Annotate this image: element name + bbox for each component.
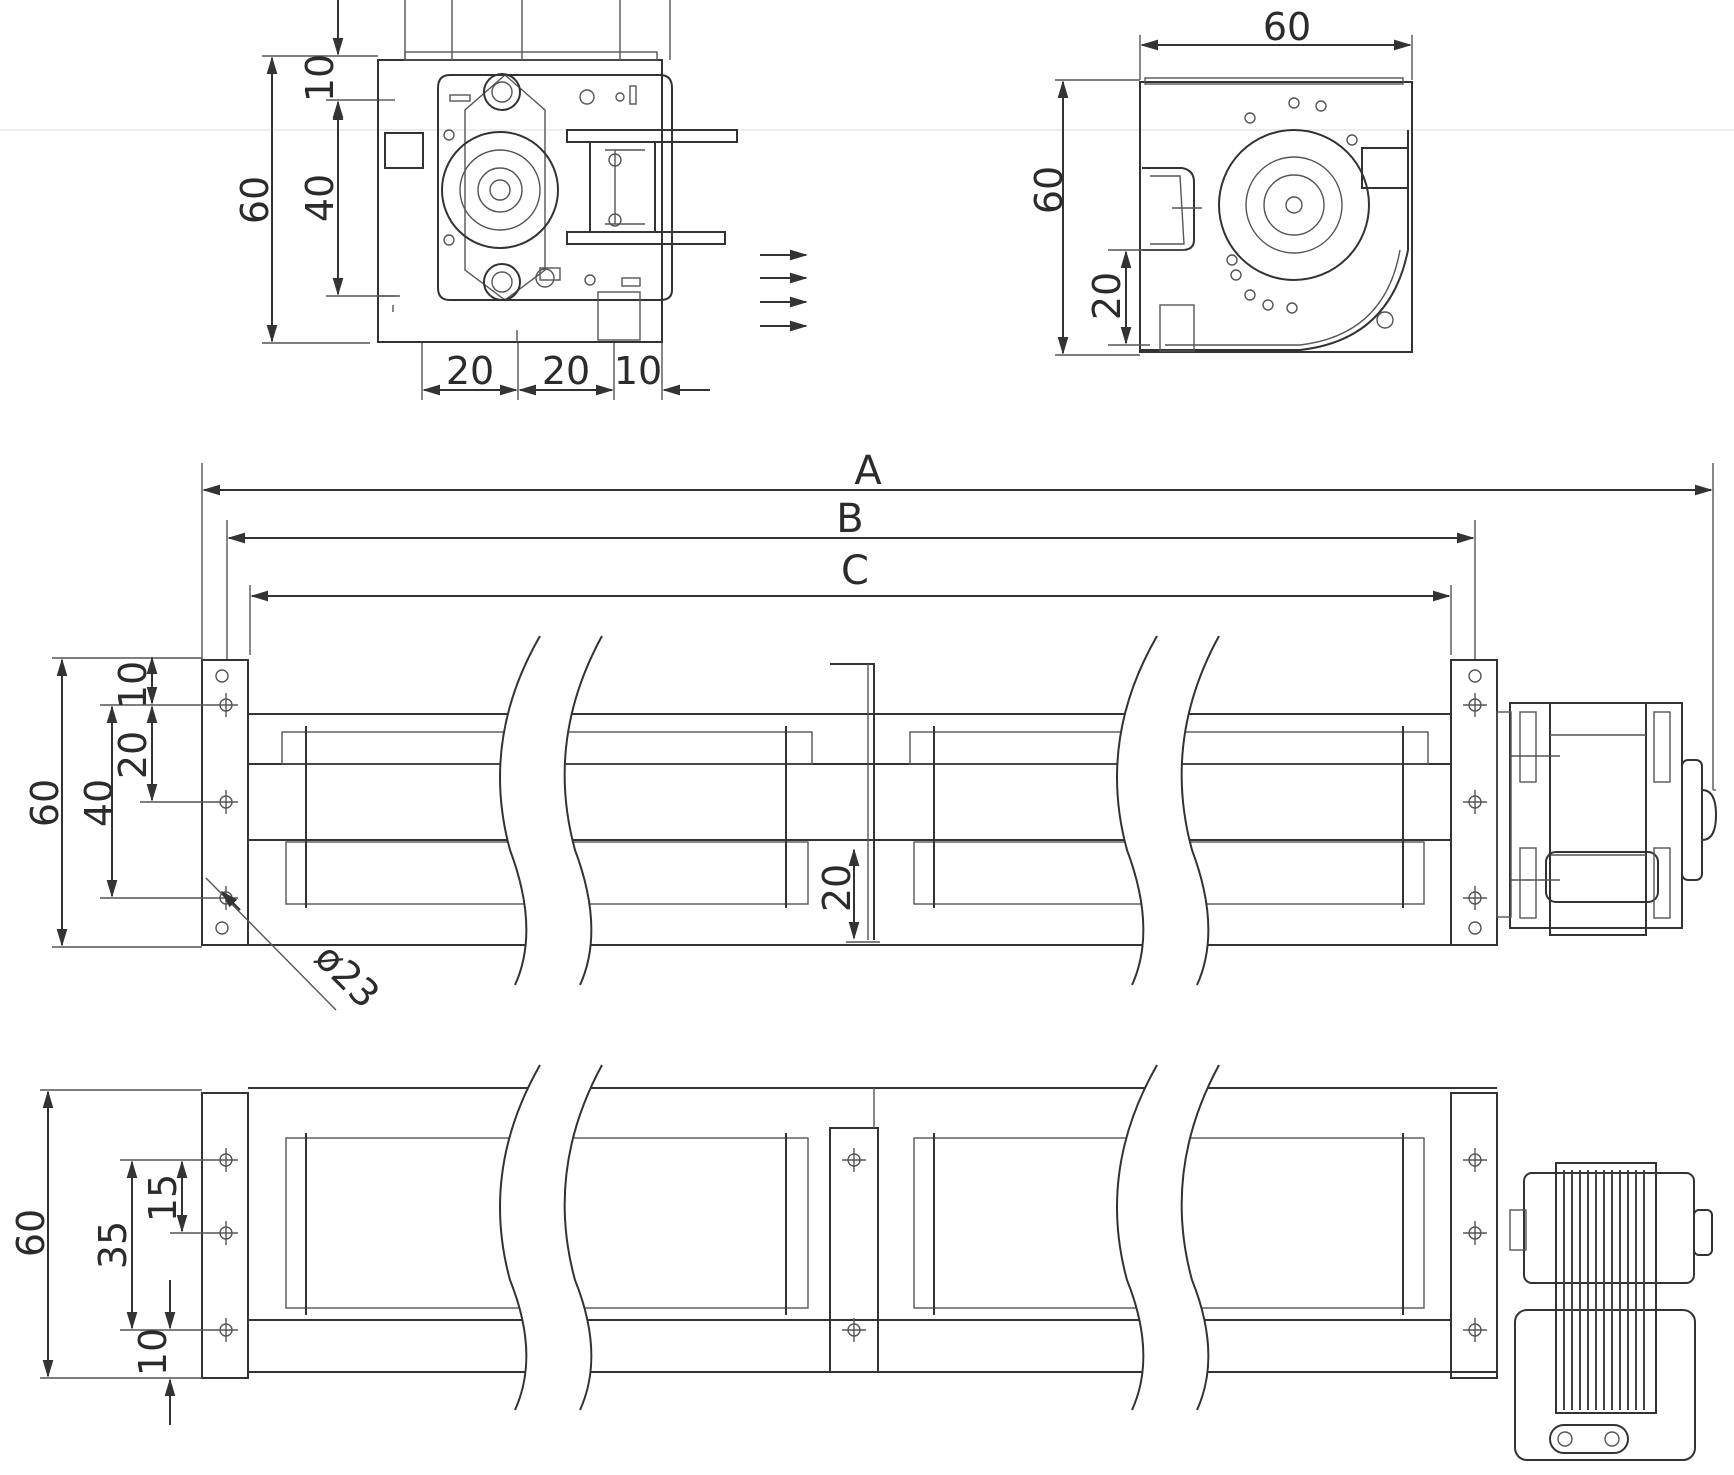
dim-B: B (836, 496, 863, 542)
left-end-view: 60 10 40 20 20 10 (233, 0, 808, 400)
dim-width-60: 60 (1263, 5, 1311, 49)
dim-center-20: 20 (815, 864, 859, 912)
dim-C: C (841, 548, 869, 594)
dim-top-height-60: 60 (9, 1209, 53, 1257)
right-end-view: 60 60 20 (1027, 5, 1413, 356)
dim-hole-top-10: 10 (111, 661, 155, 709)
dim-pitch-15: 15 (141, 1174, 185, 1222)
dim-front-height-60: 60 (23, 779, 67, 827)
dim-bottom-10: 10 (614, 349, 662, 393)
dim-middle-40: 40 (298, 174, 342, 222)
dim-edge-10: 10 (131, 1328, 175, 1376)
dim-outlet-20: 20 (1085, 272, 1129, 320)
dim-hole-dia: ø23 (306, 935, 388, 1017)
dim-A: A (854, 448, 882, 494)
dim-hole-span-40: 40 (77, 779, 121, 827)
dim-bottom-20a: 20 (446, 349, 494, 393)
dim-hole-20: 20 (111, 731, 155, 779)
dim-bottom-20b: 20 (542, 349, 590, 393)
front-view: A B C 20 (23, 448, 1718, 1017)
dim-span-35: 35 (91, 1221, 135, 1269)
dim-height-60-right: 60 (1027, 166, 1071, 214)
dim-height-60: 60 (233, 176, 277, 224)
dim-top-10: 10 (298, 54, 342, 102)
top-view: 60 35 15 10 (9, 1064, 1713, 1461)
